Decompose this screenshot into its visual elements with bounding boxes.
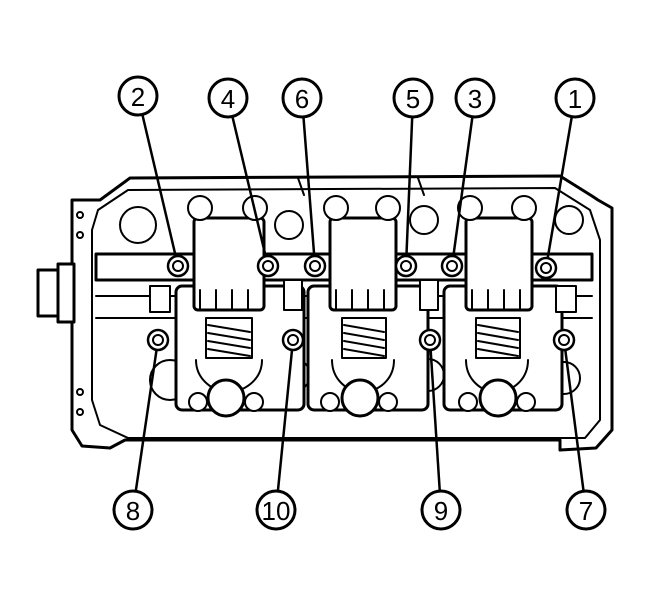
- leader-lines: [134, 114, 585, 492]
- leader-line-10: [276, 339, 295, 492]
- callout-circle: [112, 489, 154, 531]
- bolt-10: [281, 328, 305, 352]
- rocker-assembly-3: [442, 195, 564, 418]
- rocker-assembly-2: [306, 195, 430, 418]
- callout-4: 4: [207, 77, 249, 119]
- bolt-8: [146, 328, 170, 352]
- callout-circle: [207, 77, 249, 119]
- leader-line-9: [428, 339, 442, 492]
- callout-number: 6: [295, 84, 309, 114]
- bearing-caps: [149, 279, 577, 313]
- callout-labels: 2 4 6 5 3 1 8 10 9 7: [112, 75, 607, 531]
- callout-number: 1: [568, 84, 582, 114]
- callout-circle: [565, 489, 607, 531]
- bolt-4: [256, 254, 280, 278]
- callout-circle: [392, 77, 434, 119]
- callout-7: 7: [565, 489, 607, 531]
- callout-number: 8: [126, 496, 140, 526]
- bolt-3: [440, 254, 464, 278]
- callout-3: 3: [454, 77, 496, 119]
- callout-6: 6: [281, 77, 323, 119]
- callout-number: 2: [131, 82, 145, 112]
- callout-circle: [255, 489, 297, 531]
- callout-number: 3: [468, 84, 482, 114]
- callout-10: 10: [255, 489, 297, 531]
- leader-line-2: [141, 114, 180, 267]
- head-bolts: [146, 254, 576, 352]
- callout-number: 10: [262, 496, 291, 526]
- callout-1: 1: [554, 77, 596, 119]
- callout-circle: [420, 489, 462, 531]
- leader-line-6: [302, 116, 317, 267]
- callout-circle: [554, 77, 596, 119]
- callout-2: 2: [117, 75, 159, 117]
- callout-8: 8: [112, 489, 154, 531]
- callout-9: 9: [420, 489, 462, 531]
- leader-line-5: [404, 116, 414, 267]
- bolt-6: [303, 254, 327, 278]
- callout-number: 9: [434, 496, 448, 526]
- bolt-9: [418, 328, 442, 352]
- callout-circle: [454, 77, 496, 119]
- cylinder-head-body: [36, 174, 614, 452]
- rocker-assembly-1: [174, 195, 306, 418]
- callout-number: 4: [221, 84, 235, 114]
- bolt-7: [552, 328, 576, 352]
- callout-5: 5: [392, 77, 434, 119]
- leader-line-8: [134, 339, 160, 492]
- leader-line-1: [544, 116, 574, 269]
- leader-line-3: [450, 116, 474, 267]
- bolt-1: [534, 256, 558, 280]
- bolt-5: [394, 254, 418, 278]
- callout-number: 7: [579, 496, 593, 526]
- callout-circle: [117, 75, 159, 117]
- front-flange: [56, 262, 76, 324]
- bolt-2: [166, 254, 190, 278]
- callout-number: 5: [406, 84, 420, 114]
- callout-circle: [281, 77, 323, 119]
- leader-line-7: [562, 339, 585, 492]
- leader-line-4: [231, 116, 270, 267]
